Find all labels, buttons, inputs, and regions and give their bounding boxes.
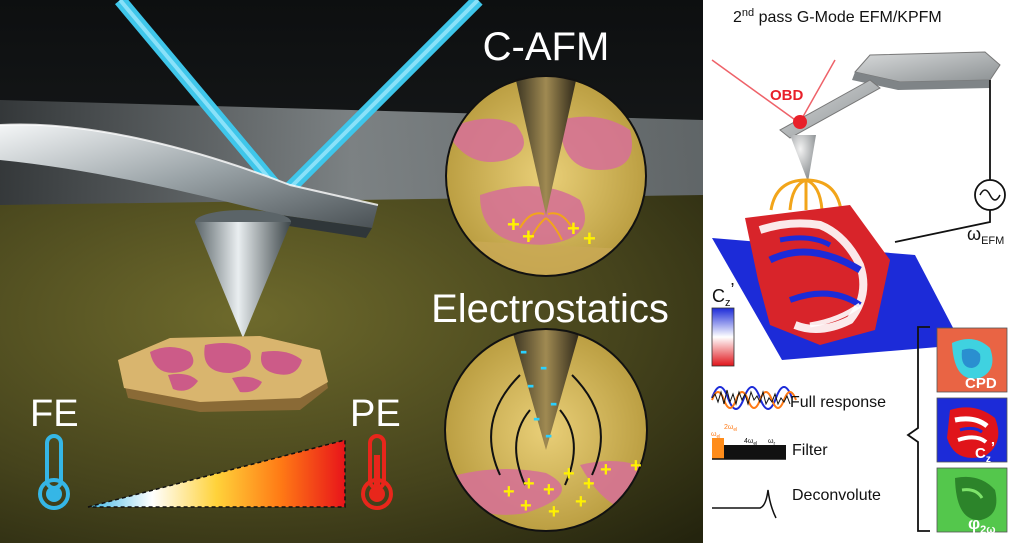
cafm-inset: + + + + (445, 75, 647, 277)
sample-flake (118, 336, 328, 412)
plus-charge: + (523, 473, 535, 495)
obd-beam (799, 59, 836, 123)
minus-charge: - (520, 338, 527, 363)
obd-beam (711, 59, 799, 123)
field-lines (769, 178, 843, 211)
deconvolute-icon (712, 489, 777, 519)
plus-charge: + (507, 212, 520, 237)
plus-charge: + (630, 455, 642, 477)
phi-map-thumbnail (936, 467, 1008, 533)
cz-colorbar (711, 307, 735, 367)
plus-charge: + (567, 216, 580, 241)
plus-charge: + (503, 481, 515, 503)
minus-charge: - (540, 354, 547, 379)
plus-charge: + (600, 459, 612, 481)
full-response-icon (711, 386, 797, 410)
plus-charge: + (543, 479, 555, 501)
plus-charge: + (575, 491, 587, 513)
probe-tip (790, 135, 816, 182)
filter-tick-4omega-el: 4ωel (744, 438, 757, 447)
cafm-title: C-AFM (483, 25, 610, 69)
cantilever (0, 123, 379, 238)
pe-label: PE (350, 393, 401, 435)
output-bracket (906, 326, 930, 532)
thermometer-cold-icon (38, 434, 70, 510)
electrostatics-inset: - - - - - - + + + + + + + + + + (444, 328, 648, 532)
temperature-ramp (87, 439, 346, 508)
plus-charge: + (548, 501, 560, 523)
plus-charge: + (522, 224, 535, 249)
filter-tick-omega-r: ωr (768, 438, 775, 447)
cz-colorbar-label: Cz’ (712, 280, 735, 309)
minus-charge: - (550, 390, 557, 415)
filter-label: Filter (792, 442, 828, 459)
cz-map-thumbnail (936, 397, 1008, 463)
right-schematic-panel: 2nd pass G-Mode EFM/KPFM OBD ωEFM (703, 0, 1024, 543)
panel-title: 2nd pass G-Mode EFM/KPFM (733, 7, 942, 26)
plus-charge: + (583, 226, 596, 251)
obd-label: OBD (770, 87, 804, 104)
left-render-panel: FE PE C-AFM + (0, 0, 703, 543)
fe-label: FE (30, 393, 79, 435)
deconvolute-label: Deconvolute (792, 487, 881, 504)
afm-tip (195, 210, 291, 338)
obd-spot (793, 115, 807, 129)
plus-charge: + (583, 473, 595, 495)
full-response-label: Full response (790, 394, 886, 411)
circuit-wire (894, 210, 991, 243)
cz-thumbnail-label: Cz’ (975, 439, 995, 465)
cpd-label: CPD (965, 375, 997, 392)
omega-efm-label: ωEFM (967, 224, 1004, 247)
minus-charge: - (533, 405, 540, 430)
cpd-map-thumbnail (936, 327, 1008, 393)
minus-charge: - (527, 372, 534, 397)
phi-2omega-label: φ2ω (968, 514, 996, 536)
cz-surface-map (712, 205, 962, 360)
filter-tick-2omega-el: 2ωel (724, 424, 737, 433)
electrostatics-title: Electrostatics (431, 287, 669, 331)
plus-charge: + (563, 463, 575, 485)
sine-wave-icon (979, 189, 1001, 201)
thermometer-hot-icon (361, 434, 393, 510)
plus-charge: + (520, 495, 532, 517)
filter-icon (712, 438, 786, 460)
filter-tick-omega-el: ωel (711, 431, 720, 440)
minus-charge: - (545, 422, 552, 447)
